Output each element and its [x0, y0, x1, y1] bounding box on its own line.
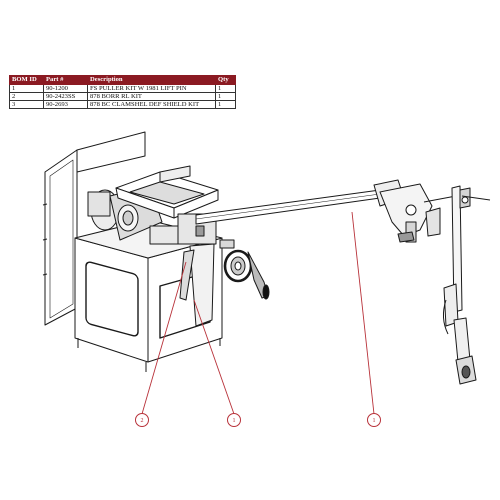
- hopper: [115, 165, 219, 219]
- bom-table: BOM ID Part # Description Qty 1 90-1200 …: [9, 75, 236, 109]
- puller-arm: [195, 179, 457, 243]
- callout-balloon: 1: [367, 413, 381, 427]
- table-row: 3 90-2693 878 BC CLAMSHEL DEF SHIELD KIT…: [9, 100, 236, 109]
- qty-cell: 1: [215, 100, 236, 109]
- bom-header-row: BOM ID Part # Description Qty: [9, 75, 236, 85]
- callout-label: 2: [141, 418, 144, 424]
- back-panel: [42, 131, 146, 326]
- lift-post: [442, 185, 491, 385]
- callout-balloon: 2: [135, 413, 149, 427]
- leader-line-2: [141, 261, 187, 415]
- callout-label: 1: [233, 418, 236, 424]
- leader-line-1b: [351, 211, 375, 415]
- table-row: 2 90-2423SS 878 BORR RL KIT 1: [9, 92, 236, 101]
- leader-line-1a: [193, 299, 235, 415]
- callout-balloon: 1: [227, 413, 241, 427]
- callout-label: 1: [373, 418, 376, 424]
